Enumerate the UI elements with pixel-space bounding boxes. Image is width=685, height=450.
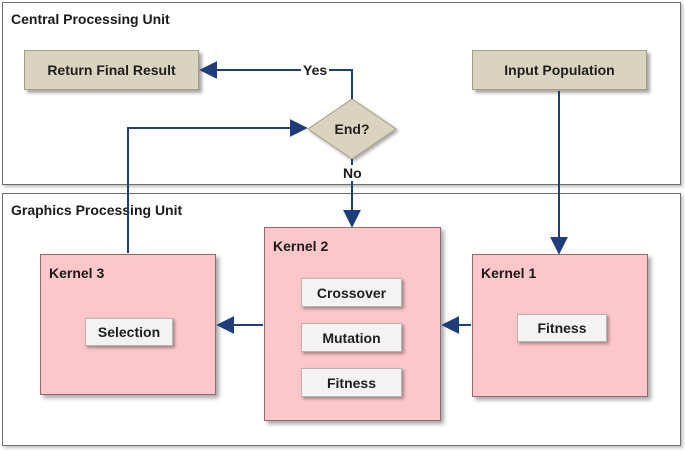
arrow-yes-to-return (199, 61, 353, 99)
input-population-box: Input Population (472, 50, 647, 90)
kernel-2-box: Kernel 2 Crossover Mutation Fitness (264, 227, 441, 421)
kernel-3-title: Kernel 3 (49, 265, 105, 281)
kernel-3-box: Kernel 3 Selection (40, 254, 216, 395)
return-final-result-box: Return Final Result (24, 50, 199, 90)
arrow-kernel-3-to-end (127, 119, 308, 253)
cpu-region: Central Processing Unit (2, 2, 681, 185)
gpu-region-title: Graphics Processing Unit (11, 202, 183, 218)
kernel-2-op-fitness: Fitness (301, 368, 402, 397)
kernel-1-title: Kernel 1 (481, 265, 537, 281)
input-population-label: Input Population (504, 62, 615, 78)
kernel-2-op-mutation: Mutation (301, 323, 402, 352)
no-edge-label: No (341, 165, 364, 181)
kernel-2-op-crossover: Crossover (301, 278, 402, 307)
kernel-1-box: Kernel 1 Fitness (472, 254, 648, 397)
kernel-3-op-selection: Selection (85, 318, 173, 346)
end-decision-label: End? (334, 121, 370, 137)
cpu-region-title: Central Processing Unit (11, 11, 170, 27)
kernel-2-title: Kernel 2 (273, 238, 329, 254)
yes-edge-label: Yes (301, 62, 330, 78)
kernel-1-op-fitness: Fitness (517, 314, 607, 342)
return-final-result-label: Return Final Result (47, 62, 176, 78)
